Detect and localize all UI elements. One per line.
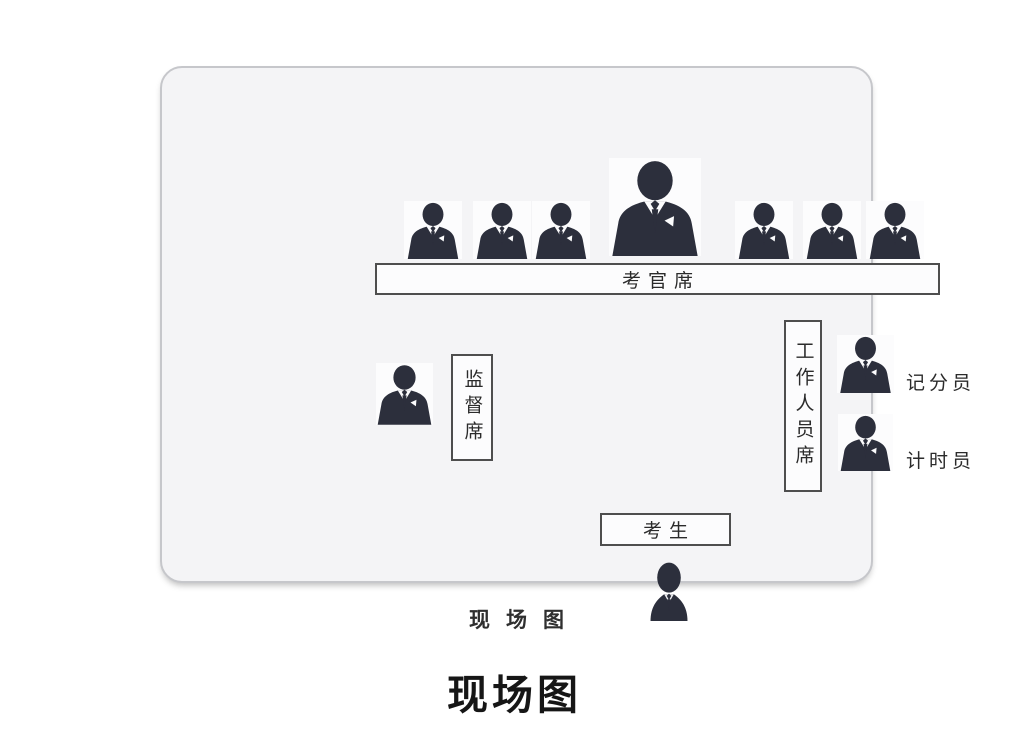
businessman-icon (837, 335, 894, 393)
supervisor-desk-label: 监督席 (461, 368, 483, 447)
staff-desk-label: 工作人员席 (792, 341, 814, 471)
candidate-desk-label: 考生 (642, 521, 695, 542)
businessman-icon (838, 414, 893, 471)
scorekeeper-icon (837, 335, 894, 393)
chief-examiner-icon (609, 158, 701, 256)
page-title: 现场图 (447, 672, 582, 718)
examiner-icon-3 (532, 201, 590, 259)
examiner-icon-2 (473, 201, 531, 259)
businessman-icon (404, 201, 462, 259)
businessman-icon (735, 201, 793, 259)
exam-room-outline: 考官席 监督席 工作人员席 记分员 计时员 考生 (160, 66, 971, 583)
examiner-icon-5 (735, 201, 793, 259)
businessman-icon (866, 201, 924, 259)
businessman-icon (376, 363, 433, 425)
scorekeeper-label: 记分员 (906, 373, 976, 394)
examiner-desk-label: 考官席 (621, 270, 700, 292)
businessman-icon (609, 158, 701, 256)
businessman-icon (803, 201, 861, 259)
examiner-desk-box: 考官席 (375, 263, 940, 295)
supervisor-icon (376, 363, 433, 425)
examiner-icon-7 (866, 201, 924, 259)
staff-desk-box: 工作人员席 (784, 320, 822, 492)
examiner-icon-6 (803, 201, 861, 259)
examiner-icon-1 (404, 201, 462, 259)
supervisor-desk-box: 监督席 (451, 354, 493, 461)
candidate-desk-box: 考生 (600, 513, 731, 546)
timekeeper-label: 计时员 (906, 451, 976, 472)
timekeeper-icon (838, 414, 893, 471)
businessman-icon (532, 201, 590, 259)
diagram-caption: 现场图 (469, 608, 580, 632)
businessman-icon (473, 201, 531, 259)
